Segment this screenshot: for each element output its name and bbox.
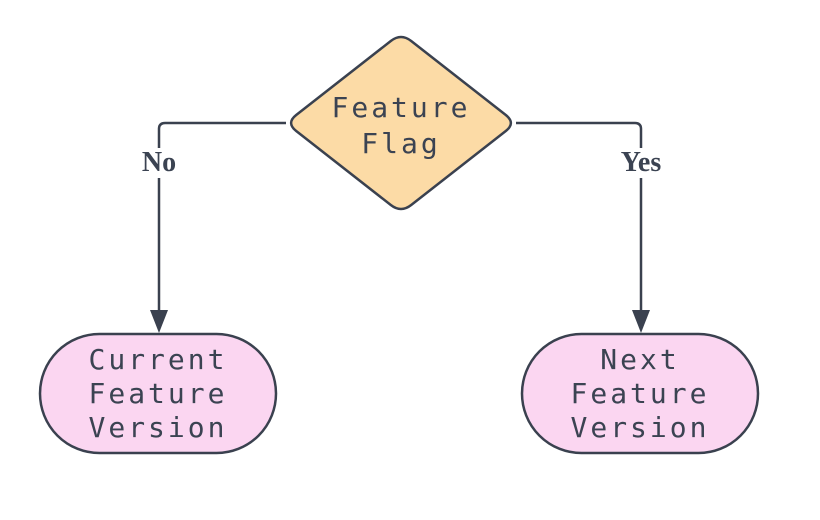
edge-yes-path <box>516 121 643 311</box>
edge-no-path <box>157 121 286 311</box>
node-current-shape <box>38 332 278 455</box>
node-next-shape <box>520 332 760 455</box>
edge-no-label: No <box>136 148 182 178</box>
edge-yes-label: Yes <box>615 148 667 178</box>
edge-no-arrowhead <box>150 310 168 333</box>
node-next-label: Next Feature Version <box>570 342 710 444</box>
decision-diamond-shape <box>289 35 513 211</box>
edge-yes-arrowhead <box>632 310 650 333</box>
decision-label: Feature Flag <box>331 91 471 160</box>
node-current-label: Current Feature Version <box>88 342 228 444</box>
